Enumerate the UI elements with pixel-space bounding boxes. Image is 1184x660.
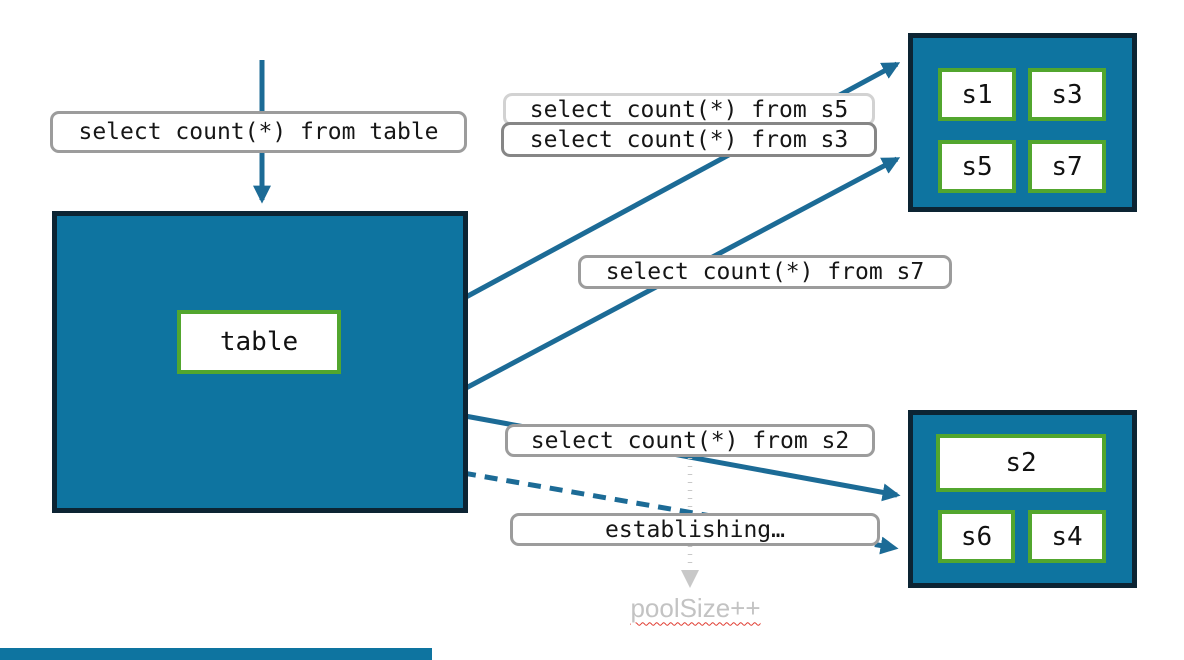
query-label-s7: select count(*) from s7 (578, 255, 952, 289)
shard-box-s3: s3 (1028, 68, 1106, 121)
query-label-s2: select count(*) from s2 (505, 424, 875, 457)
establishing-label-text: establishing… (604, 516, 785, 543)
shard-label: s5 (961, 151, 993, 182)
table-box-label: table (219, 327, 299, 357)
shard-label: s3 (1051, 79, 1083, 110)
table-box: table (177, 310, 341, 374)
shard-label: s2 (1005, 448, 1037, 478)
pool-size-note-text: poolSize++ (630, 592, 761, 623)
establishing-label: establishing… (510, 513, 880, 546)
query-label-s7-text: select count(*) from s7 (605, 259, 925, 285)
shard-box-s1: s1 (938, 68, 1016, 121)
shard-label: s1 (961, 79, 993, 110)
progress-bar (0, 648, 432, 660)
pool-size-note: poolSize++ (608, 591, 783, 625)
poolsize-arrowhead (681, 570, 699, 588)
shard-label: s6 (960, 521, 993, 552)
query-label-table: select count(*) from table (50, 111, 467, 153)
query-label-s3: select count(*) from s3 (501, 122, 877, 157)
shard-label: s7 (1051, 151, 1083, 182)
shard-label: s4 (1051, 521, 1083, 552)
query-label-s2-text: select count(*) from s2 (530, 427, 850, 454)
shard-box-s2: s2 (936, 434, 1106, 492)
arrow-establishing-dashed (462, 470, 899, 555)
shard-box-s6: s6 (938, 510, 1015, 563)
query-label-s5-text: select count(*) from s5 (529, 96, 849, 123)
shard-box-s7: s7 (1028, 140, 1106, 193)
query-label-table-text: select count(*) from table (78, 119, 439, 145)
shard-box-s4: s4 (1028, 510, 1106, 563)
shard-box-s5: s5 (938, 140, 1016, 193)
query-label-s3-text: select count(*) from s3 (529, 126, 849, 153)
